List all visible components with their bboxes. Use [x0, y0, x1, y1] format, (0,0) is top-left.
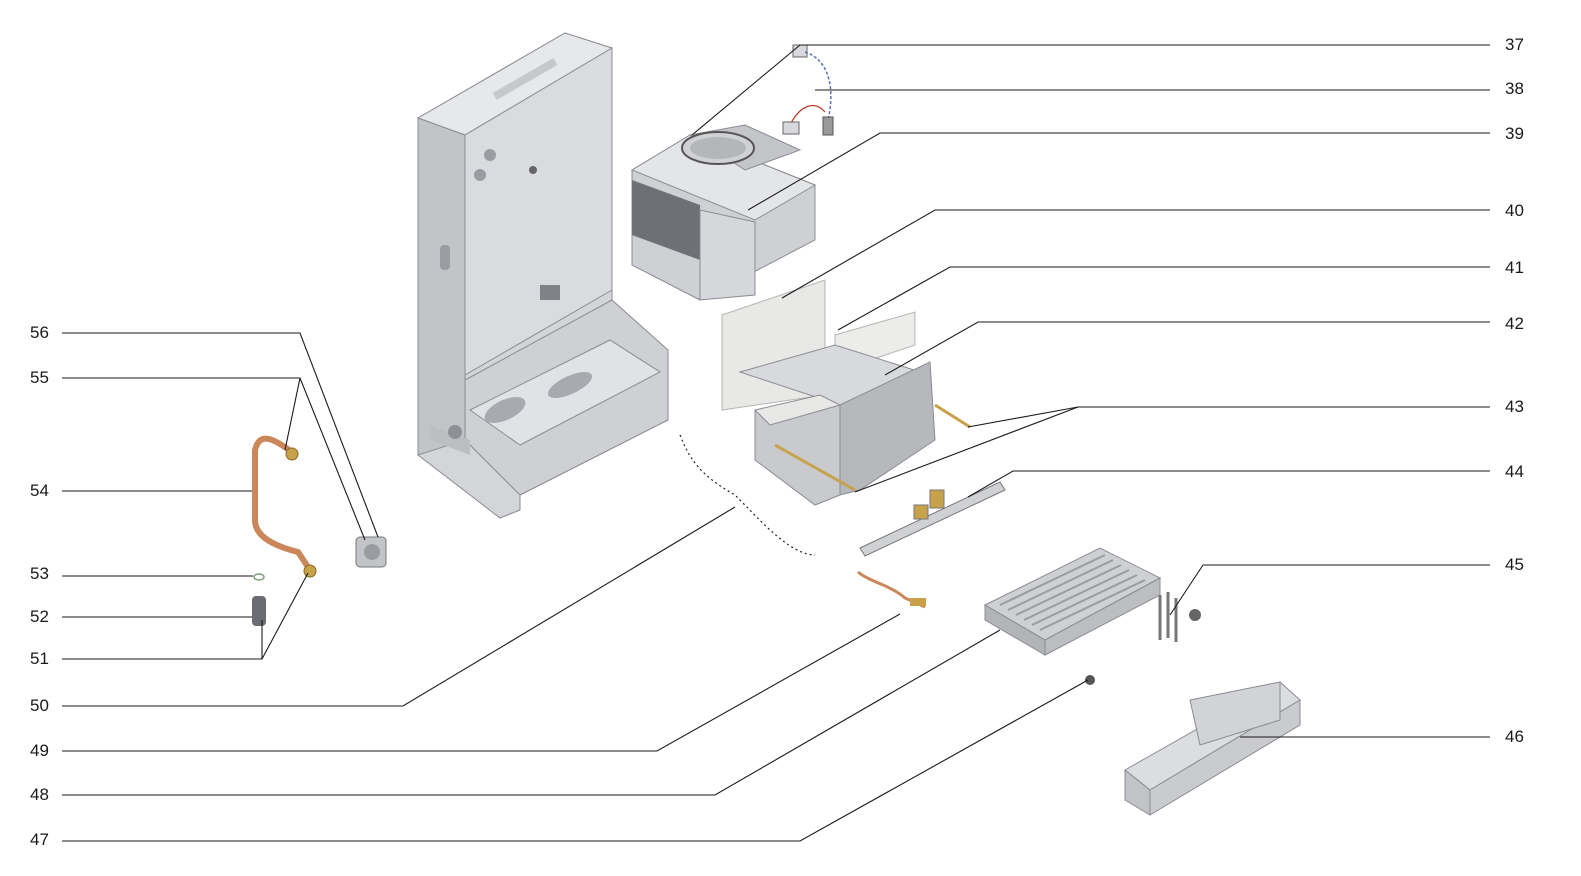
part-chassis-frame	[416, 32, 669, 519]
callout-44: 44	[1505, 462, 1524, 481]
callout-38: 38	[1505, 79, 1524, 98]
callout-37: 37	[1505, 35, 1524, 54]
part-bottom-cover	[1124, 681, 1301, 816]
callout-43: 43	[1505, 397, 1524, 416]
callout-51: 51	[30, 649, 49, 668]
callout-50: 50	[30, 696, 49, 715]
leader-51a	[62, 572, 309, 660]
callout-52: 52	[30, 607, 49, 626]
leader-43b	[854, 406, 1079, 493]
callout-40: 40	[1505, 201, 1524, 220]
leader-40	[781, 209, 1490, 299]
leader-55b	[284, 377, 301, 451]
callout-45: 45	[1505, 555, 1524, 574]
leader-49	[62, 613, 901, 752]
leader-39	[747, 132, 1490, 211]
leader-41	[837, 266, 1490, 331]
leader-50	[62, 506, 736, 707]
part-gas-manifold	[857, 481, 1006, 609]
leader-lines	[62, 44, 1490, 842]
leader-45	[1169, 564, 1490, 616]
callout-41: 41	[1505, 258, 1524, 277]
dotted-connection-line	[679, 434, 816, 556]
callout-54: 54	[30, 481, 49, 500]
part-combustion-chamber	[721, 279, 971, 506]
leader-37	[691, 44, 1490, 136]
part-fan-housing	[630, 124, 817, 301]
callout-55: 55	[30, 368, 49, 387]
callout-49: 49	[30, 741, 49, 760]
callout-46: 46	[1505, 727, 1524, 746]
leader-42	[884, 321, 1490, 376]
leader-48	[62, 629, 1001, 796]
leader-47	[62, 679, 1089, 842]
part-gas-pipe	[252, 435, 387, 626]
callout-53: 53	[30, 564, 49, 583]
leader-44	[967, 470, 1490, 498]
callout-39: 39	[1505, 124, 1524, 143]
callout-56: 56	[30, 323, 49, 342]
part-burner	[983, 547, 1162, 656]
leader-43a	[967, 406, 1490, 428]
callout-48: 48	[30, 785, 49, 804]
leader-56	[62, 332, 379, 538]
callout-42: 42	[1505, 314, 1524, 333]
callout-47: 47	[30, 830, 49, 849]
leader-55a	[62, 377, 366, 541]
